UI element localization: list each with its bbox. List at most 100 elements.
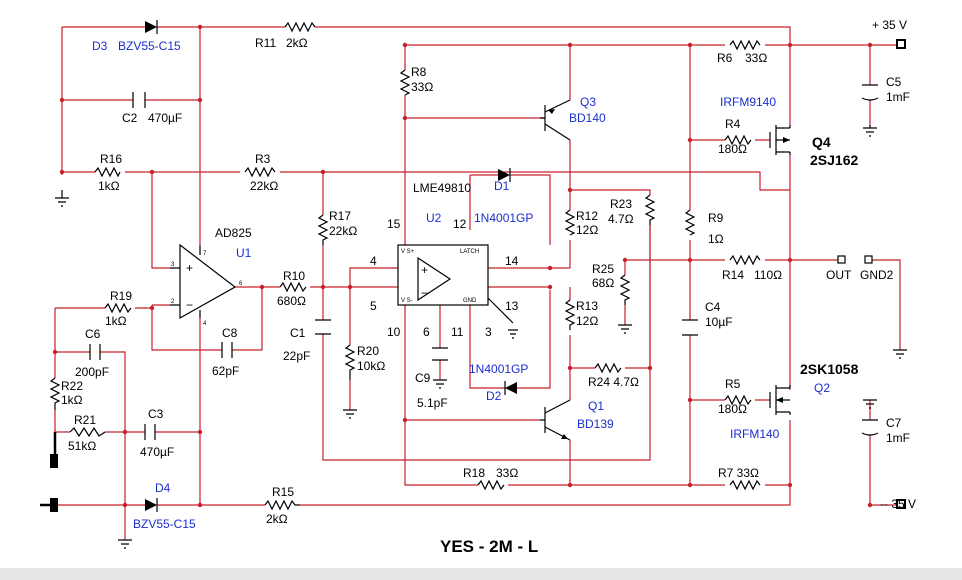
r21-ref: R21 [74, 413, 96, 427]
q4-ref: Q4 [812, 134, 831, 150]
r25-symbol [619, 274, 631, 305]
plus35-label: + 35 V [872, 18, 907, 32]
input-ground-terminal[interactable] [50, 498, 58, 512]
input-terminal[interactable] [50, 454, 58, 468]
minus35-terminal[interactable] [896, 499, 906, 509]
r20-ref: R20 [357, 344, 379, 358]
r24-label: R24 4.7Ω [588, 375, 639, 389]
r3-symbol [244, 166, 276, 178]
d3-symbol [145, 21, 157, 33]
ground-icon [618, 324, 632, 334]
r10-symbol [279, 281, 307, 293]
ground-icon [55, 190, 69, 207]
r5-symbol [724, 394, 752, 406]
r10-ref: R10 [283, 269, 305, 283]
r22-ref: R22 [61, 379, 83, 393]
u2-pin5: 5 [370, 299, 377, 313]
r22-symbol [49, 377, 61, 410]
r25-ref: R25 [592, 262, 614, 276]
d4-symbol [145, 499, 157, 511]
u2-ref: U2 [426, 211, 442, 225]
u1-pin-out: 6 [239, 281, 243, 287]
u2-pin13: 13 [505, 299, 519, 313]
ground-icon [118, 539, 132, 549]
r11-value: 2kΩ [286, 36, 308, 50]
d2-value: 1N4001GP [469, 362, 528, 376]
c3-symbol [144, 424, 156, 440]
r4-symbol [724, 134, 752, 146]
gnd2-terminal[interactable] [864, 255, 873, 264]
q4-type: IRFM9140 [720, 95, 776, 109]
c5-ref: C5 [886, 75, 902, 89]
u1-pin-in-minus: 2 [171, 299, 175, 305]
q4-value: 2SJ162 [810, 152, 858, 168]
r19-value: 1kΩ [105, 314, 127, 328]
r15-ref: R15 [272, 485, 294, 499]
r10-value: 680Ω [277, 294, 306, 308]
c9-symbol [432, 347, 448, 361]
c6-symbol [89, 344, 101, 360]
c1-symbol [315, 319, 331, 335]
r5-ref: R5 [725, 377, 741, 391]
r12-symbol [564, 209, 576, 236]
u2-vminus-label: V S- [401, 298, 413, 304]
q2-ref: Q2 [814, 381, 830, 395]
r7-symbol [729, 479, 761, 491]
u1-value: AD825 [215, 226, 252, 240]
r6-value: 33Ω [745, 51, 767, 65]
r14-value: 110Ω [754, 268, 782, 282]
r17-value: 22kΩ [329, 224, 357, 238]
c7-ref: C7 [886, 416, 902, 430]
d2-ref: D2 [486, 389, 502, 403]
c9-value: 5.1pF [417, 396, 448, 410]
c2-value: 470µF [148, 111, 182, 125]
q1-value: BD139 [577, 417, 614, 431]
r23-value: 4.7Ω [608, 212, 634, 226]
resistors [49, 21, 761, 511]
r3-value: 22kΩ [250, 179, 278, 193]
u1-opamp: 3 2 6 7 4 + − [170, 243, 243, 327]
u2-pin10: 10 [387, 325, 401, 339]
u2-pin11: 11 [451, 325, 464, 339]
r20-symbol [344, 344, 356, 380]
u1-pin-in-plus: 3 [171, 262, 175, 268]
r23-symbol [644, 194, 656, 225]
d1-value: 1N4001GP [474, 211, 533, 225]
out-terminal[interactable] [837, 255, 846, 264]
schematic-diagram: 3 2 6 7 4 + − V S+ LATCH V S- GND + − [40, 18, 916, 556]
r12-value: 12Ω [576, 223, 598, 237]
c1-value: 22pF [283, 349, 310, 363]
ground-icon [433, 379, 447, 389]
u2-pin14: 14 [505, 254, 519, 268]
component-labels: D3 BZV55-C15 D4 BZV55-C15 R11 2kΩ C2 470… [61, 18, 916, 556]
diodes [145, 20, 517, 512]
r9-value: 1Ω [708, 232, 724, 246]
junctions [52, 24, 873, 508]
r6-ref: R6 [717, 51, 733, 65]
r8-symbol [399, 69, 411, 96]
d1-ref: D1 [494, 179, 510, 193]
r3-ref: R3 [255, 152, 271, 166]
u2-minus-sign: − [421, 286, 428, 300]
plus35-terminal[interactable] [896, 39, 906, 49]
c4-ref: C4 [705, 300, 721, 314]
c1-ref: C1 [290, 326, 306, 340]
r15-symbol [264, 499, 300, 511]
c2-symbol [132, 92, 146, 108]
d3-ref: D3 [92, 39, 108, 53]
r18-symbol [477, 479, 505, 491]
q2-value: 2SK1058 [800, 361, 859, 377]
r18-ref: R18 [463, 466, 485, 480]
u1-minus-sign: − [186, 298, 193, 312]
c8-ref: C8 [222, 326, 238, 340]
gnd2-label: GND2 [860, 268, 894, 282]
window-bottom-edge [0, 568, 962, 580]
r21-value: 51kΩ [68, 439, 96, 453]
u2-pin12: 12 [453, 217, 467, 231]
c4-symbol [682, 319, 698, 336]
u2-pin3: 3 [485, 325, 492, 339]
transistors [540, 99, 791, 441]
r13-ref: R13 [576, 299, 598, 313]
r17-ref: R17 [329, 209, 351, 223]
